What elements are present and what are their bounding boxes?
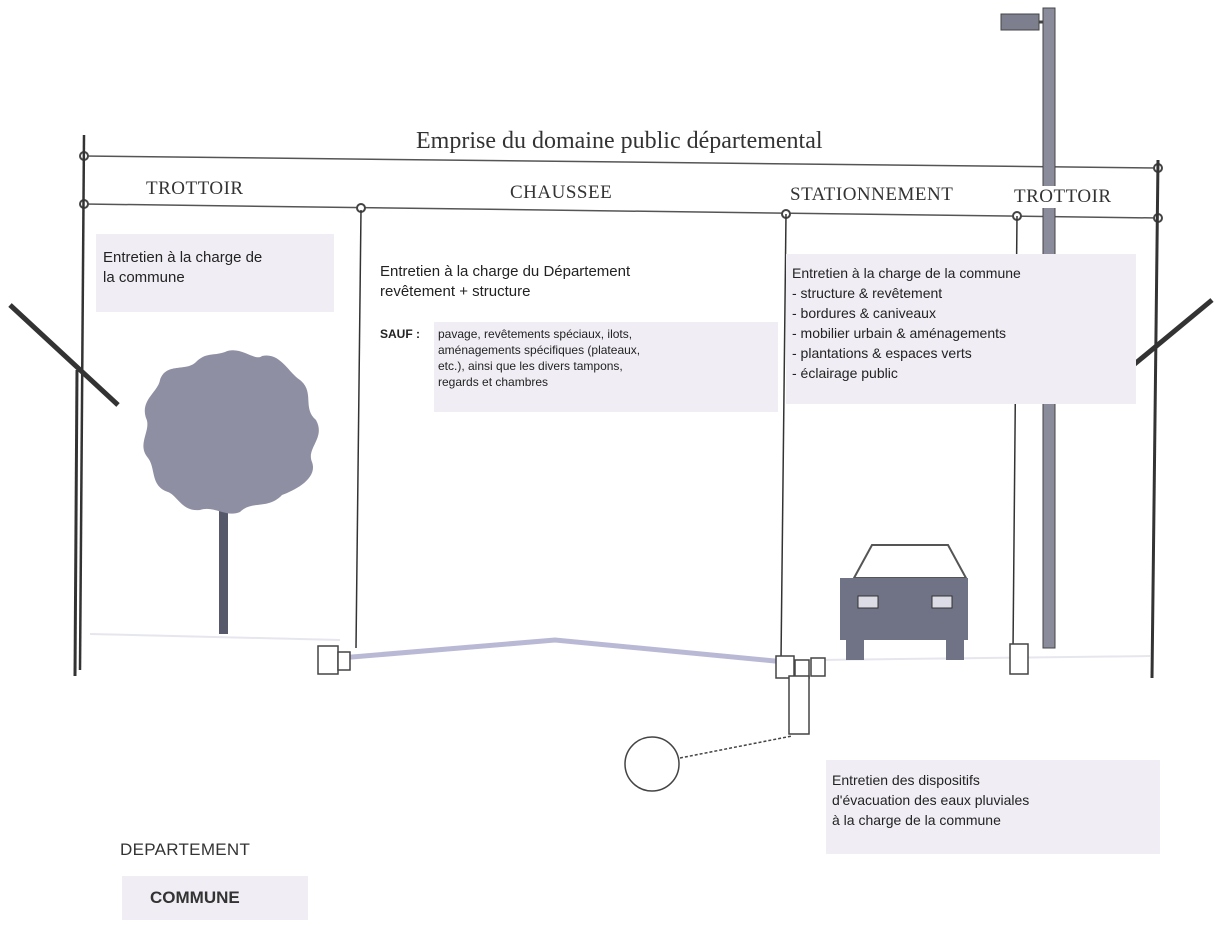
boundary-line-1 <box>78 134 86 671</box>
left-pole <box>73 369 79 677</box>
note-chaussee-sauf-label: SAUF : <box>380 327 420 341</box>
car-wheel-left <box>846 632 864 660</box>
ground-line-left <box>89 633 341 641</box>
car-wheel-right <box>946 632 964 660</box>
note-chaussee-sauf-text: pavage, revêtements spéciaux, ilots, amé… <box>438 327 641 389</box>
tree-crown <box>143 350 319 514</box>
lamp-head <box>1000 13 1040 31</box>
car-windshield <box>852 544 968 579</box>
tree-trunk <box>219 480 228 634</box>
note-trottoir-left: Entretien à la charge de la commune <box>103 249 263 286</box>
car-headlight-left <box>857 595 879 609</box>
zone-label-trottoir-right: TROTTOIR <box>1012 186 1114 208</box>
car-headlight-right <box>931 595 953 609</box>
emprise-dimension-line <box>83 155 1159 169</box>
zone-label-stationnement: STATIONNEMENT <box>790 184 954 205</box>
curb-block-center <box>775 655 795 679</box>
right-slanted-pole <box>1123 298 1214 374</box>
zone-label-trottoir-left: TROTTOIR <box>146 178 244 199</box>
boundary-line-5 <box>1150 159 1160 679</box>
curb-block-right <box>1009 643 1029 675</box>
note-chaussee-main: Entretien à la charge du Département rev… <box>380 263 631 300</box>
road-surface-line <box>339 637 786 665</box>
boundary-line-2 <box>355 209 362 649</box>
note-box-chaussee-sauf <box>434 322 778 412</box>
drainage-manhole <box>624 736 680 792</box>
curb-block-center-3 <box>810 657 826 677</box>
curb-block-left <box>317 645 339 675</box>
ground-line-right <box>819 655 1151 661</box>
zones-dimension-line <box>83 203 1159 219</box>
note-box-trottoir-left <box>96 234 334 312</box>
note-box-drainage <box>826 760 1160 854</box>
drainage-pipe <box>788 675 810 735</box>
diagram-title: Emprise du domaine public départemental <box>416 128 823 154</box>
legend-departement: DEPARTEMENT <box>120 840 251 859</box>
note-box-stationnement <box>786 254 1136 404</box>
curb-block-left-small <box>337 651 351 671</box>
left-slanted-pole <box>8 303 120 407</box>
drainage-connector <box>679 735 793 759</box>
boundary-line-3 <box>780 213 787 661</box>
note-stationnement: Entretien à la charge de la commune - st… <box>792 265 1021 381</box>
car-body <box>840 578 968 640</box>
legend-commune: COMMUNE <box>150 888 240 907</box>
note-drainage: Entretien des dispositifs d'évacuation d… <box>832 772 1030 828</box>
legend-commune-swatch <box>122 876 308 920</box>
zone-label-chaussee: CHAUSSEE <box>510 182 613 203</box>
